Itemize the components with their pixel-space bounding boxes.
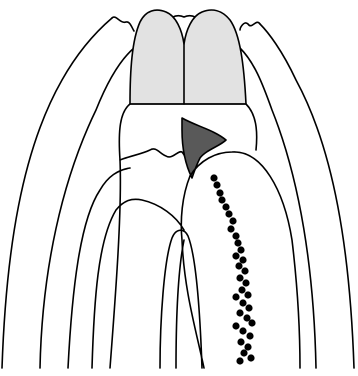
dot <box>213 181 220 188</box>
top-ruffle-left <box>112 17 134 31</box>
dot <box>222 203 229 210</box>
dot <box>227 225 234 232</box>
dot <box>248 319 255 326</box>
dot <box>210 174 217 181</box>
left-inner-lobe <box>92 199 184 368</box>
dot <box>239 327 246 334</box>
dot <box>237 338 244 345</box>
dot <box>247 354 254 361</box>
dot <box>216 189 223 196</box>
dot <box>229 217 236 224</box>
top-ruffle-right <box>240 22 260 30</box>
dot <box>232 293 239 300</box>
chamber-left-wall <box>110 104 130 368</box>
dark-wedge <box>182 118 226 178</box>
dot <box>232 322 239 329</box>
inner-membrane <box>120 149 192 170</box>
dot <box>245 304 252 311</box>
dot <box>236 274 243 281</box>
twin-cap <box>130 10 246 104</box>
dot <box>236 309 243 316</box>
central-tube <box>160 230 202 368</box>
dot <box>242 279 249 286</box>
dot <box>218 196 225 203</box>
dot <box>234 239 241 246</box>
outer-right-contour <box>260 24 354 368</box>
dot <box>225 210 232 217</box>
dot <box>240 349 247 356</box>
dot-column <box>210 174 255 364</box>
dot <box>232 232 239 239</box>
dot <box>244 343 251 350</box>
chamber-right-wall <box>246 104 257 150</box>
dot <box>239 256 246 263</box>
dot <box>238 286 245 293</box>
dot <box>236 357 243 364</box>
dot <box>244 291 251 298</box>
dot <box>239 299 246 306</box>
dot <box>246 332 253 339</box>
dot <box>237 246 244 253</box>
dot <box>232 252 239 259</box>
dot <box>235 262 242 269</box>
dot <box>241 267 248 274</box>
outer-left-contour <box>2 18 112 368</box>
